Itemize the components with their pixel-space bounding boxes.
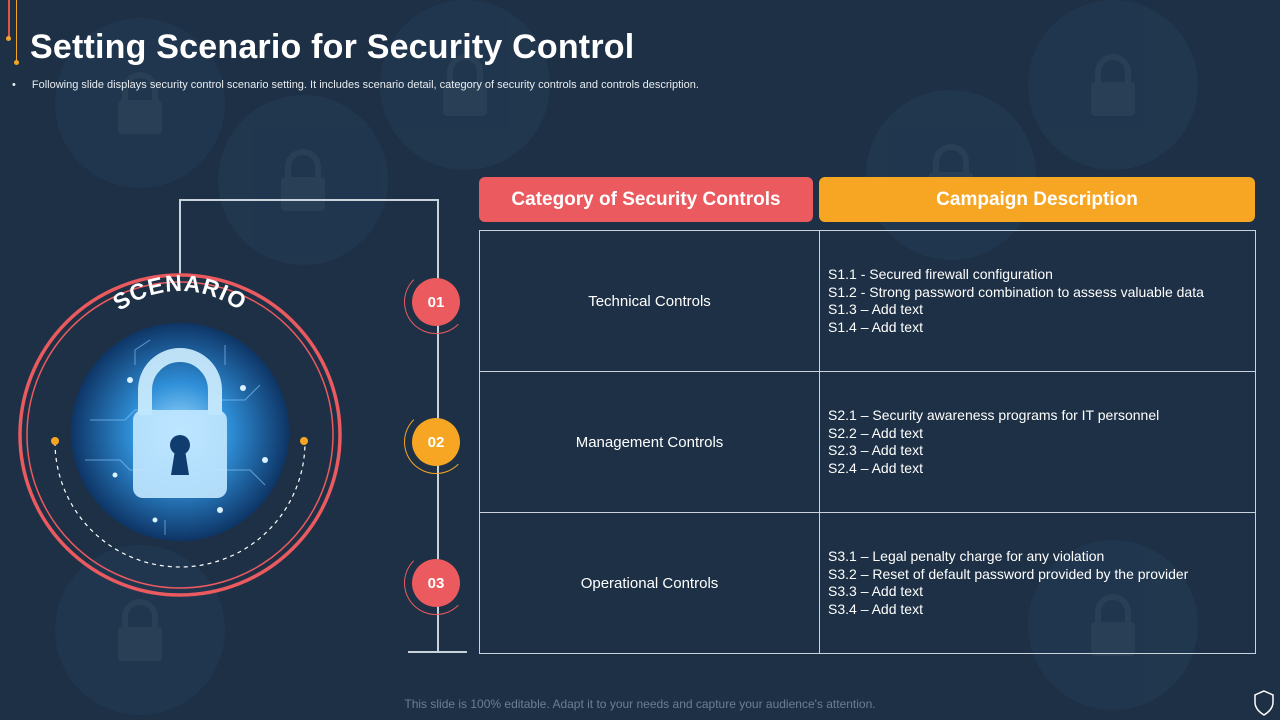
badge-ring — [404, 270, 468, 334]
connector-line — [408, 651, 467, 653]
description-item: S3.3 – Add text — [828, 583, 923, 599]
description-item: S3.2 – Reset of default password provide… — [828, 565, 1189, 582]
scenario-label: SCENARIO — [108, 270, 251, 315]
page-title: Setting Scenario for Security Control — [30, 28, 635, 66]
arc-dot — [300, 437, 308, 445]
row-number-badge: 01 — [412, 278, 460, 326]
description-cell: S3.1 – Legal penalty charge for any viol… — [819, 512, 1256, 654]
description-item: S1.1 - Secured firewall configuration — [828, 266, 1053, 282]
accent-line — [8, 0, 10, 38]
category-cell: Technical Controls — [479, 230, 820, 372]
description-cell: S2.1 – Security awareness programs for I… — [819, 371, 1256, 513]
svg-text:SCENARIO: SCENARIO — [108, 270, 252, 315]
row-number-badge: 02 — [412, 418, 460, 466]
lock-icon — [55, 18, 225, 188]
scenario-outer-ring — [18, 273, 342, 597]
description-item: S2.1 – Security awareness programs for I… — [828, 407, 1160, 423]
shield-icon — [1254, 690, 1274, 716]
accent-dot — [14, 60, 19, 65]
page-subtitle: • Following slide displays security cont… — [12, 79, 699, 91]
lock-icon — [1028, 0, 1198, 170]
connector-line — [179, 199, 438, 201]
scenario-graphic: SCENARIO — [18, 270, 342, 597]
connector-line — [179, 199, 181, 275]
table-row: Operational Controls S3.1 – Legal penalt… — [479, 512, 1256, 654]
table-row: Technical Controls S1.1 - Secured firewa… — [479, 230, 1256, 372]
table-row: Management Controls S2.1 – Security awar… — [479, 371, 1256, 513]
lock-icon — [380, 0, 550, 170]
row-number-badge: 03 — [412, 559, 460, 607]
description-item: S3.4 – Add text — [828, 600, 923, 617]
bullet: • — [12, 79, 16, 91]
badge-ring — [404, 551, 468, 615]
accent-dot — [6, 36, 11, 41]
header-category: Category of Security Controls — [479, 177, 813, 222]
controls-table: Technical Controls S1.1 - Secured firewa… — [479, 230, 1256, 654]
dashed-arc — [54, 441, 306, 568]
header-description: Campaign Description — [819, 177, 1255, 222]
badge-ring — [404, 410, 468, 474]
description-item: S3.1 – Legal penalty charge for any viol… — [828, 548, 1105, 564]
lock-icon — [55, 545, 225, 715]
description-item: S2.2 – Add text — [828, 424, 923, 441]
description-cell: S1.1 - Secured firewall configuration S1… — [819, 230, 1256, 372]
scenario-inner-ring — [26, 281, 334, 589]
footer-note: This slide is 100% editable. Adapt it to… — [404, 697, 876, 711]
description-item: S1.2 - Strong password combination to as… — [828, 283, 1204, 300]
lock-icon — [218, 95, 388, 265]
subtitle-text: Following slide displays security contro… — [31, 79, 699, 91]
arc-dot — [51, 437, 59, 445]
accent-line — [16, 0, 17, 62]
category-cell: Operational Controls — [479, 512, 820, 654]
description-item: S2.3 – Add text — [828, 442, 923, 458]
category-cell: Management Controls — [479, 371, 820, 513]
description-item: S1.4 – Add text — [828, 318, 923, 335]
description-item: S1.3 – Add text — [828, 301, 923, 317]
description-item: S2.4 – Add text — [828, 459, 923, 476]
